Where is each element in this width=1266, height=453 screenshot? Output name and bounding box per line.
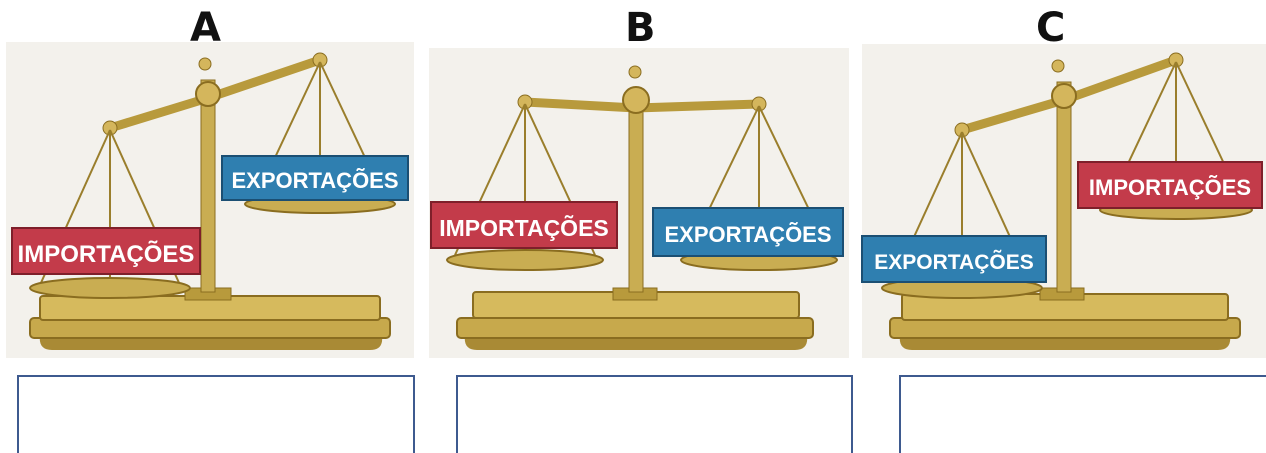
scale-c-right-label: IMPORTAÇÕES <box>1077 161 1263 209</box>
scale-b: B <box>425 0 855 453</box>
scale-a-post <box>200 79 216 293</box>
scale-a-left-text: IMPORTAÇÕES <box>18 240 195 268</box>
scale-b-right-label: EXPORTAÇÕES <box>652 207 844 257</box>
scale-b-post <box>628 95 644 293</box>
scale-b-right-text: EXPORTAÇÕES <box>664 222 831 247</box>
scale-a-right-label: EXPORTAÇÕES <box>221 155 409 201</box>
scale-a-base <box>29 287 391 350</box>
answer-box-a[interactable] <box>17 375 415 453</box>
scale-c-post <box>1056 81 1072 293</box>
scale-b-beam <box>517 65 767 114</box>
scale-b-base <box>456 287 814 350</box>
scale-b-left-label: IMPORTAÇÕES <box>430 201 618 249</box>
scale-letter-c: C <box>1036 5 1066 51</box>
scale-c-left-text: EXPORTAÇÕES <box>874 250 1033 274</box>
scale-a-right-text: EXPORTAÇÕES <box>231 168 398 193</box>
scale-c-base <box>889 287 1241 350</box>
answer-box-c[interactable] <box>899 375 1266 453</box>
answer-box-b[interactable] <box>456 375 853 453</box>
scale-c-drawing: EXPORTAÇÕES IMPORTAÇÕES <box>861 44 1266 358</box>
scale-letter-a: A <box>190 5 221 51</box>
scale-a-left-label: IMPORTAÇÕES <box>11 227 201 275</box>
scale-c-left-label: EXPORTAÇÕES <box>861 235 1047 283</box>
scale-letter-b: B <box>625 5 656 51</box>
scale-a-beam <box>102 52 328 136</box>
scale-c-beam <box>954 52 1184 138</box>
scale-a-drawing: IMPORTAÇÕES EXPORTAÇÕES <box>6 42 414 358</box>
scale-c: C <box>858 0 1266 453</box>
scale-a: A <box>0 0 420 453</box>
scale-b-drawing: IMPORTAÇÕES EXPORTAÇÕES <box>429 48 849 358</box>
scale-c-right-text: IMPORTAÇÕES <box>1089 175 1251 200</box>
scale-b-left-text: IMPORTAÇÕES <box>439 214 609 241</box>
